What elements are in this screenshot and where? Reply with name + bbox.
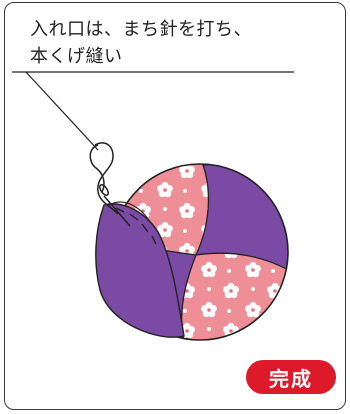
needle	[89, 142, 131, 227]
caption-line-2: 本くげ縫い	[30, 46, 123, 67]
instruction-caption: 入れ口は、まち針を打ち、 本くげ縫い	[30, 16, 300, 70]
complete-badge: 完成	[246, 360, 336, 394]
leader-line	[25, 71, 99, 151]
caption-line-1: 入れ口は、まち針を打ち、	[30, 19, 252, 40]
